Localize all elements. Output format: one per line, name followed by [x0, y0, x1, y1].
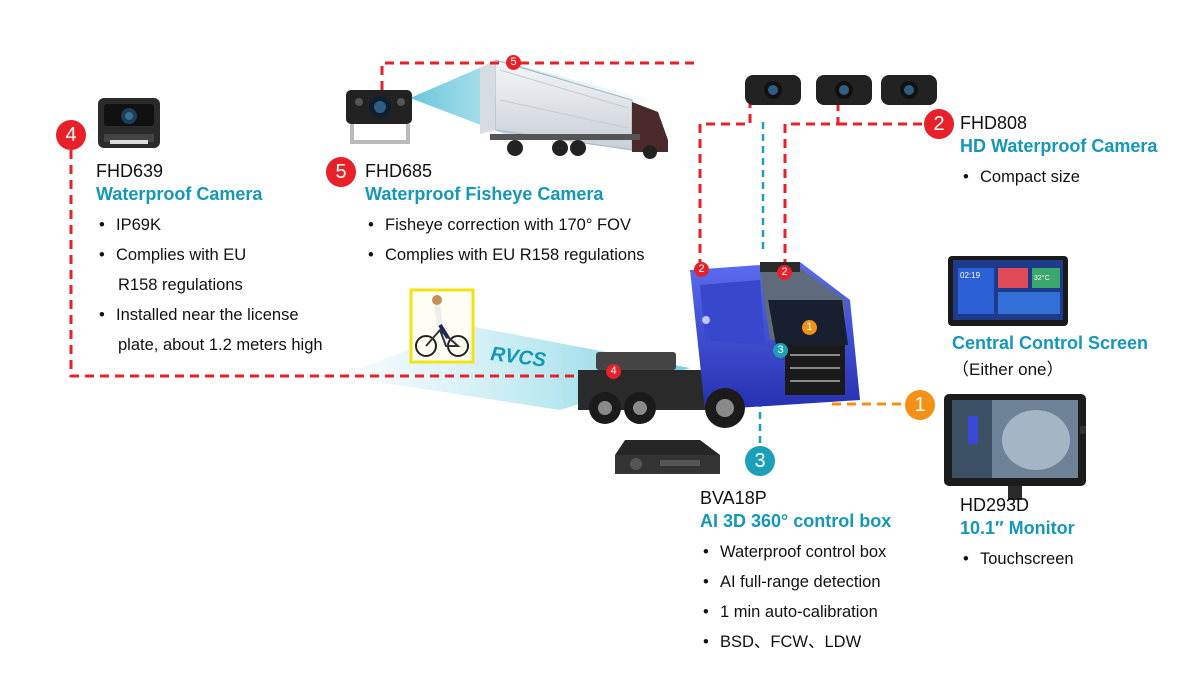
fhd639-model: FHD639 — [96, 161, 164, 181]
badge-monitor-1: 1 — [905, 390, 935, 420]
tractor-truck-image — [578, 262, 860, 428]
truck-marker-1: 1 — [802, 320, 817, 335]
screen-temperature-text: 32°C — [1034, 274, 1050, 282]
fhd685-model: FHD685 — [365, 161, 433, 181]
fhd808-cameras-image — [745, 75, 937, 105]
central-screen-note: （Either one） — [952, 360, 1064, 379]
badge-camera-2: 2 — [924, 109, 954, 139]
fhd685-bullet: Complies with EU R158 regulations — [365, 240, 645, 270]
fhd639-camera-image — [98, 98, 160, 148]
fhd685-camera-image — [346, 90, 412, 144]
hd293d-monitor-image — [944, 394, 1086, 500]
badge-camera-5: 5 — [326, 157, 356, 187]
central-control-screen-image: 02:19 32°C — [948, 256, 1068, 326]
fhd808-feature: HD Waterproof Camera — [960, 136, 1158, 156]
cyclist-image — [409, 288, 475, 364]
fhd685-callout: FHD685 Waterproof Fisheye Camera Fisheye… — [365, 160, 645, 270]
bva18p-feature: AI 3D 360° control box — [700, 511, 892, 531]
truck-marker-4: 4 — [606, 364, 621, 379]
bva18p-bullet: BSD、FCW、LDW — [700, 627, 891, 657]
fhd639-bullets: IP69K Complies with EU R158 regulations … — [96, 210, 323, 360]
truck-marker-3: 3 — [773, 343, 788, 358]
fhd685-bullets: Fisheye correction with 170° FOV Complie… — [365, 210, 645, 270]
fhd808-callout: FHD808 HD Waterproof Camera Compact size — [960, 112, 1157, 192]
truck-marker-2-right: 2 — [777, 265, 792, 280]
bva18p-bullets: Waterproof control box AI full-range det… — [700, 537, 891, 657]
fhd639-callout: FHD639 Waterproof Camera IP69K Complies … — [96, 160, 323, 360]
line-camera-4 — [69, 150, 608, 378]
red-dashed-connections — [69, 61, 924, 378]
fhd685-feature: Waterproof Fisheye Camera — [365, 184, 604, 204]
hd293d-model: HD293D — [960, 495, 1030, 515]
bva18p-bullet: AI full-range detection — [700, 567, 891, 597]
truck-marker-5: 5 — [506, 55, 521, 70]
line-camera-5 — [380, 61, 500, 90]
fhd808-bullet: Compact size — [960, 162, 1157, 192]
semi-trailer-image — [480, 59, 668, 159]
central-screen-feature: Central Control Screen — [952, 333, 1149, 353]
badge-camera-4: 4 — [56, 120, 86, 150]
bva18p-bullet: Waterproof control box — [700, 537, 891, 567]
bva18p-bullet: 1 min auto-calibration — [700, 597, 891, 627]
badge-control-box-3: 3 — [745, 446, 775, 476]
fhd808-model: FHD808 — [960, 113, 1028, 133]
line-camera-2a — [698, 103, 752, 268]
bva18p-control-box-image — [615, 440, 720, 474]
fhd639-bullet-cont: R158 regulations — [118, 276, 243, 294]
fhd639-bullet: Installed near the license — [96, 300, 323, 330]
fhd639-feature: Waterproof Camera — [96, 184, 263, 204]
truck-marker-2-left: 2 — [694, 262, 709, 277]
bva18p-model: BVA18P — [700, 488, 767, 508]
fhd808-bullets: Compact size — [960, 162, 1157, 192]
screen-time-text: 02:19 — [960, 271, 981, 280]
fhd639-bullet-cont: plate, about 1.2 meters high — [118, 336, 323, 354]
hd293d-callout: HD293D 10.1″ Monitor Touchscreen — [960, 494, 1075, 574]
fhd639-bullet: Complies with EU — [96, 240, 323, 270]
central-screen-callout: Central Control Screen （Either one） — [952, 331, 1148, 381]
bva18p-callout: BVA18P AI 3D 360° control box Waterproof… — [700, 487, 891, 657]
line-camera-2b — [783, 103, 840, 268]
fhd639-bullet: IP69K — [96, 210, 323, 240]
fhd685-bullet: Fisheye correction with 170° FOV — [365, 210, 645, 240]
hd293d-bullet: Touchscreen — [960, 544, 1075, 574]
hd293d-bullets: Touchscreen — [960, 544, 1075, 574]
hd293d-feature: 10.1″ Monitor — [960, 518, 1075, 538]
